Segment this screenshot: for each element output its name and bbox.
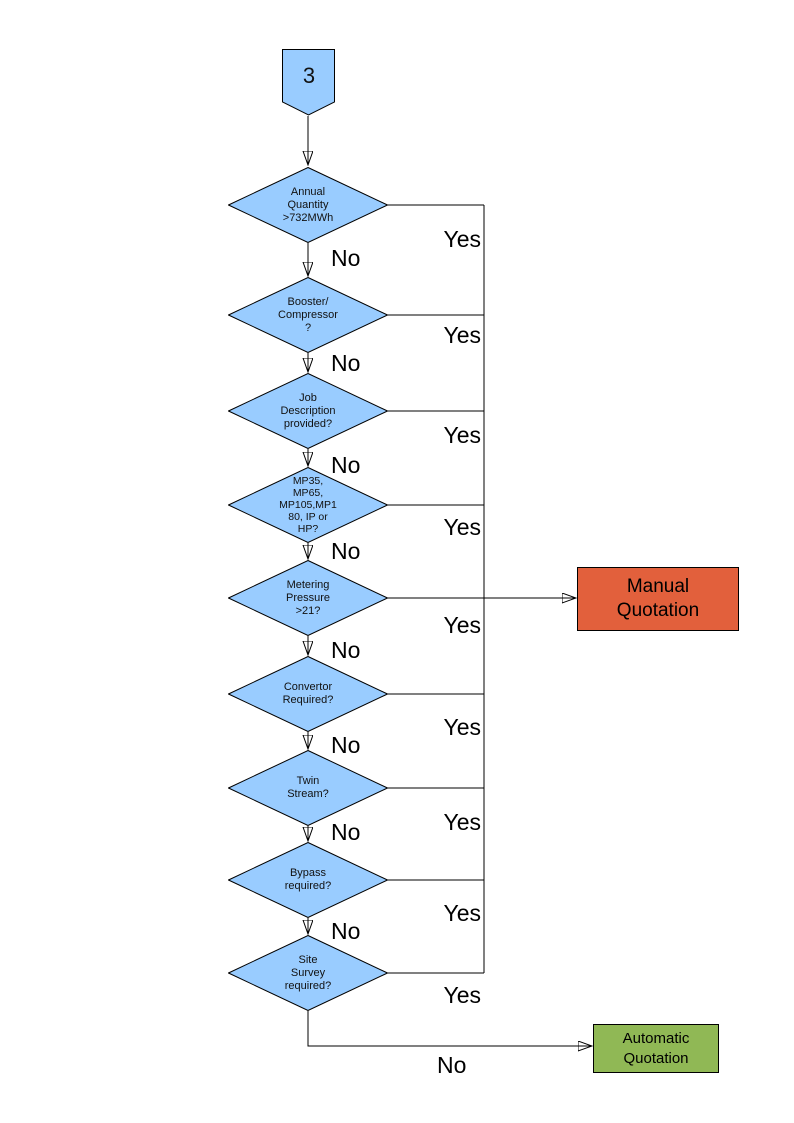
decision-shape (228, 277, 388, 353)
yes-label-site-survey: Yes (443, 982, 481, 1008)
decision-label: Site Survey required? (284, 953, 332, 992)
yes-label-meter-type: Yes (443, 514, 481, 540)
decision-label: MP35, MP65, MP105,MP1 80, IP or HP? (279, 475, 337, 535)
yes-label-job-description: Yes (443, 422, 481, 448)
decision-shape (228, 373, 388, 449)
decision-shape (228, 167, 388, 243)
yes-label-bypass-required: Yes (443, 900, 481, 926)
no-label-bypass-required: No (331, 918, 361, 944)
decision-label: Booster/ Compressor ? (278, 295, 338, 334)
no-label-twin-stream: No (331, 819, 361, 845)
decision-label: Job Description provided? (280, 391, 336, 430)
decision-label: Twin Stream? (287, 775, 329, 800)
decision-site-survey: Site Survey required? (228, 935, 388, 1011)
decision-booster-compressor: Booster/ Compressor ? (228, 277, 388, 353)
yes-label-twin-stream: Yes (443, 809, 481, 835)
decision-label: Metering Pressure >21? (285, 578, 331, 617)
no-label-site-survey: No (437, 1052, 467, 1078)
decision-convertor-required: Convertor Required? (228, 656, 388, 732)
offpage-connector-label: 3 (302, 63, 316, 88)
yes-label-annual-quantity: Yes (443, 226, 481, 252)
no-label-meter-type: No (331, 538, 361, 564)
decision-metering-pressure: Metering Pressure >21? (228, 560, 388, 636)
no-label-job-description: No (331, 452, 361, 478)
decision-shape (228, 935, 388, 1011)
decision-shape (228, 560, 388, 636)
decision-shape (228, 750, 388, 826)
decision-label: Bypass required? (284, 867, 332, 892)
automatic-quotation-box: Automatic Quotation (593, 1024, 719, 1073)
edge-no-site-survey-to-automatic (307, 1011, 592, 1046)
decision-job-description: Job Description provided? (228, 373, 388, 449)
decision-label: Annual Quantity >732MWh (282, 185, 334, 224)
offpage-connector-polygon (282, 49, 335, 116)
no-label-convertor-required: No (331, 732, 361, 758)
decision-annual-quantity: Annual Quantity >732MWh (228, 167, 388, 243)
yes-label-booster-compressor: Yes (443, 322, 481, 348)
offpage-connector-shape (282, 49, 335, 116)
decision-bypass-required: Bypass required? (228, 842, 388, 918)
no-label-booster-compressor: No (331, 350, 361, 376)
offpage-connector-3: 3 (282, 49, 336, 116)
decision-shape (228, 467, 388, 543)
decision-shape (228, 656, 388, 732)
no-label-metering-pressure: No (331, 637, 361, 663)
manual-quotation-box: Manual Quotation (577, 567, 739, 631)
decision-meter-type: MP35, MP65, MP105,MP1 80, IP or HP? (228, 467, 388, 543)
decision-label: Convertor Required? (282, 681, 334, 706)
decision-shape (228, 842, 388, 918)
yes-label-metering-pressure: Yes (443, 612, 481, 638)
no-label-annual-quantity: No (331, 245, 361, 271)
decision-twin-stream: Twin Stream? (228, 750, 388, 826)
yes-label-convertor-required: Yes (443, 714, 481, 740)
